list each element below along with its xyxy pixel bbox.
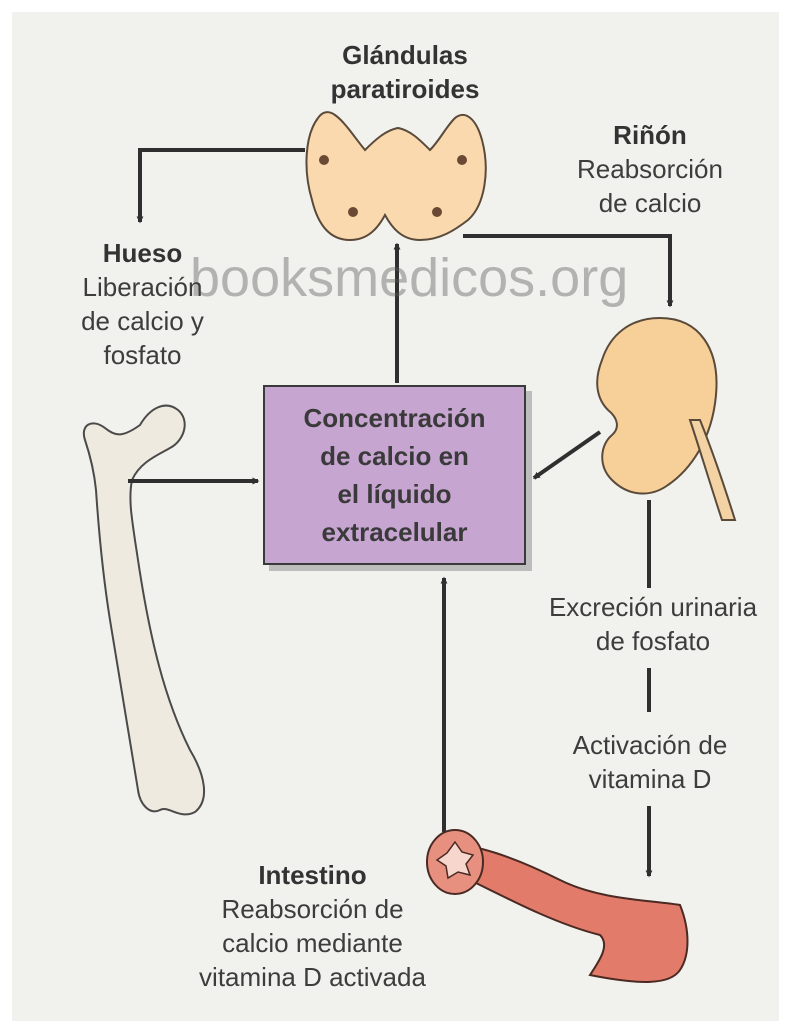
intestine-illustration	[426, 829, 689, 983]
intestine-line3: vitamina D activada	[199, 962, 426, 992]
arrow-gland-to-kidney	[463, 234, 674, 308]
intestine-line2: calcio mediante	[222, 928, 403, 958]
central-calcium-box: Concentración de calcio en el líquido ex…	[263, 385, 526, 565]
kidney-label: Riñón Reabsorción de calcio	[555, 118, 745, 220]
kidney-line2: de calcio	[598, 188, 702, 218]
vitamin-d-line1: Activación de	[572, 730, 728, 760]
bone-line3: fosfato	[103, 340, 182, 370]
kidney-illustration	[596, 316, 737, 521]
central-line3: el líquido	[337, 479, 452, 509]
parathyroid-label-line2: paratiroides	[330, 74, 480, 104]
intestine-title: Intestino	[258, 860, 367, 890]
arrow-gland-to-bone	[136, 148, 305, 224]
bone-line1: Liberación	[82, 272, 203, 302]
central-line1: Concentración	[303, 403, 486, 433]
femur-bone-illustration	[82, 404, 206, 816]
parathyroid-glands-illustration	[305, 111, 487, 242]
intestine-line1: Reabsorción de	[221, 894, 404, 924]
arrows	[128, 148, 674, 878]
excretion-label: Excreción urinaria de fosfato	[528, 590, 778, 658]
parathyroid-label-line1: Glándulas	[342, 40, 468, 70]
arrow-kidney-to-center	[532, 430, 602, 480]
central-line4: extracelular	[321, 517, 468, 547]
vitamin-d-label: Activación de vitamina D	[545, 728, 755, 796]
watermark-text: booksmedicos.org	[190, 248, 629, 308]
intestine-label: Intestino Reabsorción de calcio mediante…	[170, 858, 455, 994]
kidney-title: Riñón	[613, 120, 687, 150]
excretion-line2: de fosfato	[595, 626, 711, 656]
central-line2: de calcio en	[320, 441, 469, 471]
bone-label: Hueso Liberación de calcio y fosfato	[55, 236, 230, 372]
parathyroid-label: Glándulas paratiroides	[300, 38, 510, 106]
kidney-line1: Reabsorción	[577, 154, 723, 184]
excretion-line1: Excreción urinaria	[548, 592, 758, 622]
bone-line2: de calcio y	[81, 306, 204, 336]
bone-title: Hueso	[102, 238, 183, 268]
vitamin-d-line2: vitamina D	[588, 764, 712, 794]
